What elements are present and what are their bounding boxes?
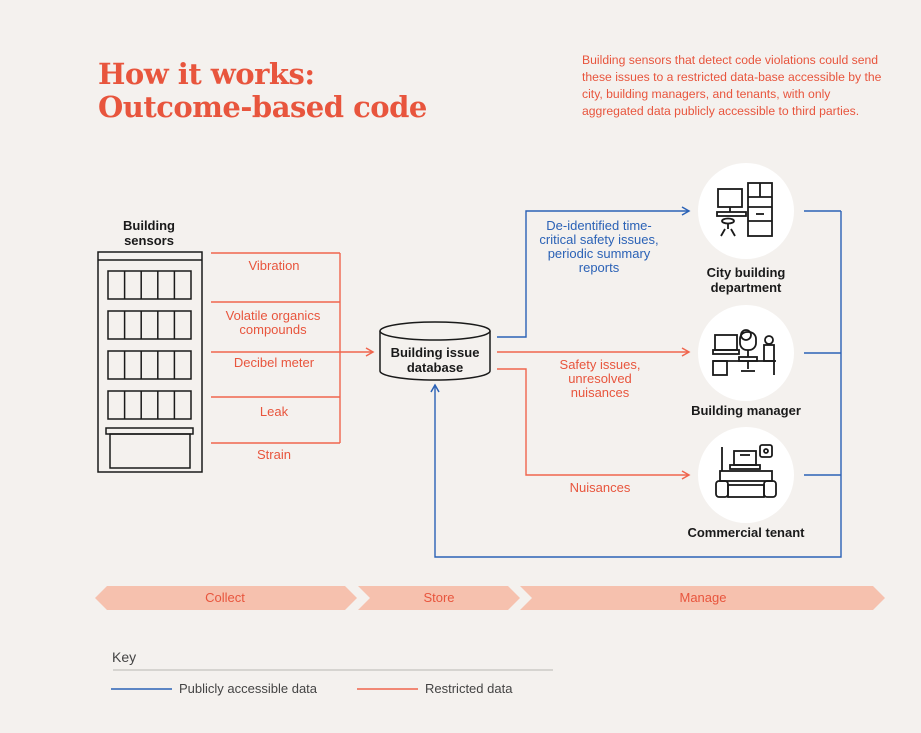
- sensor-decibel-label: Decibel meter: [233, 355, 315, 370]
- public-flow-lines: [430, 206, 842, 558]
- flow-city-label: De-identified time-critical safety issue…: [539, 218, 659, 275]
- city-department-circle: [698, 163, 794, 259]
- database-label: Building issue database: [390, 345, 480, 375]
- intro-text: Building sensors that detect code violat…: [582, 53, 882, 118]
- recipient-city-label: City building department: [706, 265, 786, 295]
- sensor-voc-label: Volatile organics compounds: [225, 308, 321, 337]
- flow-tenant-label: Nuisances: [569, 480, 631, 495]
- stage-collect: Collect: [205, 590, 245, 605]
- page-title: How it works: Outcome-based code: [98, 58, 427, 124]
- database-cylinder-icon: [379, 321, 491, 381]
- building-icon: [97, 251, 203, 473]
- commercial-tenant-icon: [715, 444, 777, 498]
- title-line-2: Outcome-based code: [98, 90, 427, 124]
- building-sensors-title: Building sensors: [123, 218, 175, 248]
- sensor-leak-label: Leak: [259, 404, 289, 419]
- sensor-lines: [211, 252, 375, 444]
- key-title: Key: [112, 649, 137, 665]
- key-restricted-label: Restricted data: [425, 681, 513, 696]
- city-department-icon: [716, 182, 773, 237]
- sensor-strain-label: Strain: [257, 447, 291, 462]
- key-public-label: Publicly accessible data: [179, 681, 318, 696]
- stage-manage: Manage: [679, 590, 727, 605]
- flow-manager-label: Safety issues, unresolved nuisances: [559, 357, 641, 400]
- building-manager-icon: [712, 329, 776, 376]
- commercial-tenant-circle: [698, 427, 794, 523]
- building-manager-circle: [698, 305, 794, 401]
- recipient-manager-label: Building manager: [691, 403, 801, 418]
- stage-store: Store: [423, 590, 455, 605]
- sensor-vibration-label: Vibration: [248, 258, 300, 273]
- recipient-tenant-label: Commercial tenant: [687, 525, 805, 540]
- title-line-1: How it works:: [98, 57, 315, 91]
- restricted-flow-lines: [497, 347, 691, 480]
- stage-bar: [95, 586, 885, 610]
